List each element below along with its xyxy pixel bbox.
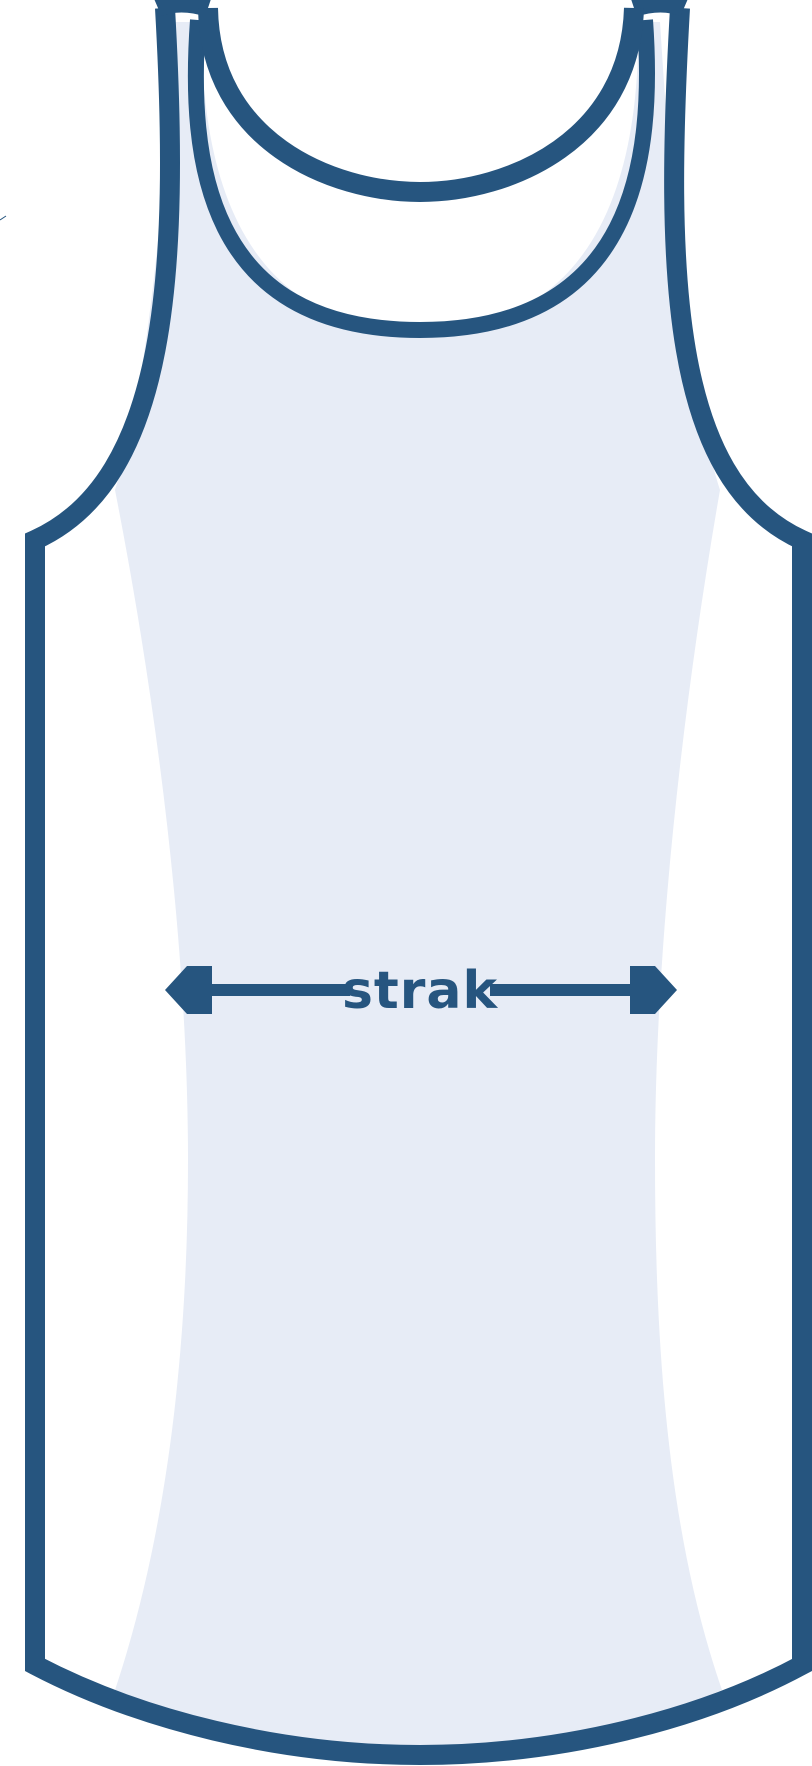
edge-mark — [0, 215, 7, 221]
left-measure-arrow — [165, 966, 350, 1014]
left-strap-cap — [154, 0, 211, 17]
neck-opening — [201, 12, 639, 330]
right-measure-arrow — [490, 966, 677, 1014]
right-strap-cap — [631, 0, 688, 17]
measurement-label: strak — [342, 961, 499, 1021]
neckline-front — [198, 7, 644, 203]
arrow-left-icon — [165, 966, 212, 1014]
body-fill-region — [115, 22, 722, 1752]
left-inner-strap — [187, 19, 421, 338]
tank-top-outline — [25, 7, 812, 1766]
right-inner-strap — [419, 19, 656, 338]
arrow-right-icon — [630, 966, 677, 1014]
